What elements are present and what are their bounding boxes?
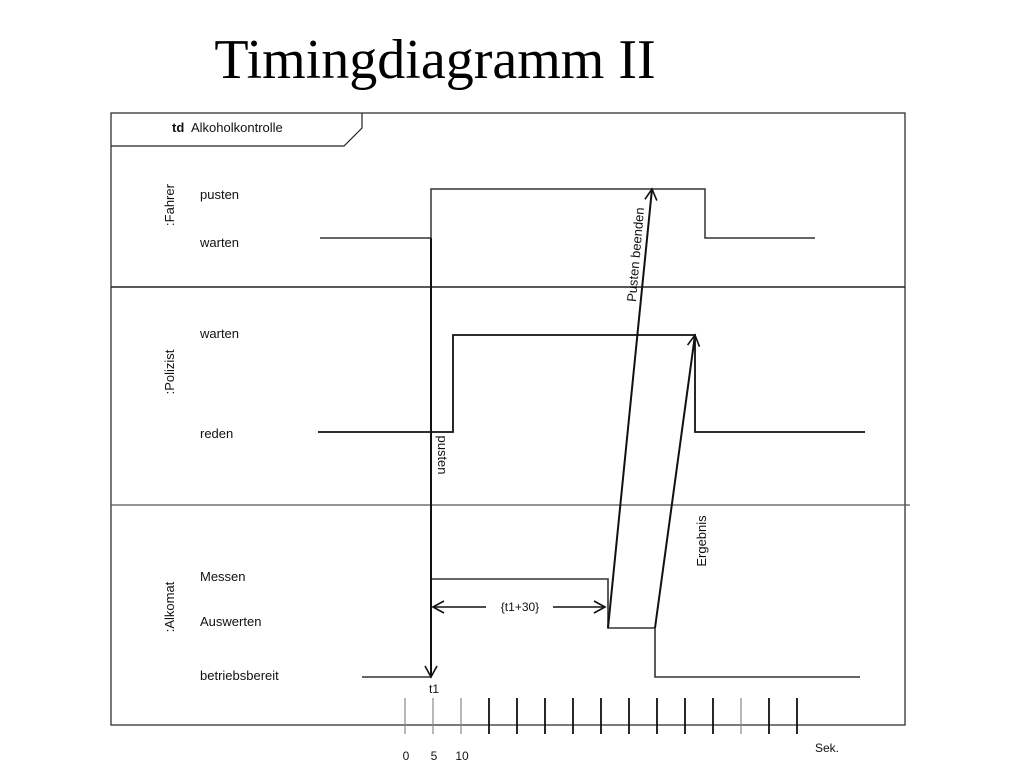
lifeline-alkomat: :Alkomat [162, 581, 177, 632]
axis-label-5: 5 [431, 749, 438, 763]
timeline-fahrer [320, 188, 815, 239]
frame-tab [111, 113, 363, 147]
frame-keyword: td [172, 120, 184, 135]
message-pusten-label: pusten [435, 435, 450, 474]
lifeline-fahrer: :Fahrer [162, 183, 177, 226]
state-polizist-reden: reden [200, 426, 233, 441]
constraint-label: {t1+30} [501, 600, 539, 614]
state-fahrer-warten: warten [199, 235, 239, 250]
diagram-frame [110, 112, 906, 726]
axis-unit: Sek. [815, 741, 839, 755]
message-ergebnis-label: Ergebnis [694, 515, 709, 567]
time-axis-ticks [404, 698, 798, 734]
lifeline-polizist: :Polizist [162, 349, 177, 394]
state-alkomat-messen: Messen [200, 569, 246, 584]
timeline-polizist [318, 334, 865, 433]
state-polizist-warten: warten [199, 326, 239, 341]
slide-title: Timingdiagramm II [214, 29, 656, 91]
axis-label-10: 10 [455, 749, 469, 763]
state-fahrer-pusten: pusten [200, 187, 239, 202]
state-alkomat-betriebsbereit: betriebsbereit [200, 668, 279, 683]
time-marker-t1: t1 [429, 682, 439, 696]
message-pusten-beenden-label: Pusten beenden [624, 207, 647, 303]
message-ergebnis-arrow [654, 333, 701, 629]
axis-label-0: 0 [403, 749, 410, 763]
frame-name: Alkoholkontrolle [191, 120, 283, 135]
message-pusten-beenden-arrow [607, 187, 658, 629]
state-alkomat-auswerten: Auswerten [200, 614, 261, 629]
